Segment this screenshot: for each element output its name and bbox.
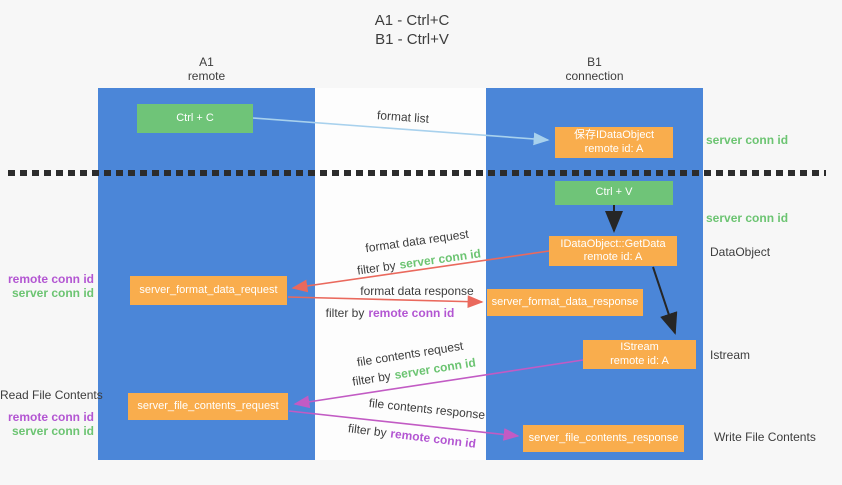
node-server-format-data-request: server_format_data_request <box>130 276 287 305</box>
save-idataobject-line1: 保存IDataObject <box>573 129 655 141</box>
istream-line1: IStream <box>620 341 659 353</box>
server-file-contents-request-label: server_file_contents_request <box>137 399 279 412</box>
title-line-a1: A1 - Ctrl+C <box>374 12 450 29</box>
node-server-format-data-response: server_format_data_response <box>487 289 643 316</box>
left-conn-id-labels-top: remote conn id server conn id <box>0 272 94 300</box>
node-server-file-contents-request: server_file_contents_request <box>128 393 288 420</box>
session-divider-dotted-line <box>8 170 826 176</box>
istream-side-label: Istream <box>710 348 751 362</box>
dataobject-label: DataObject <box>710 245 771 259</box>
ctrl-v-label: Ctrl + V <box>595 186 633 199</box>
node-ctrl-c: Ctrl + C <box>137 104 253 133</box>
server-conn-id-text: server conn id <box>706 133 789 147</box>
server-file-contents-response-label: server_file_contents_response <box>528 431 679 444</box>
format-data-response-label: format data response <box>360 284 474 298</box>
remote-conn-id-label: remote conn id <box>7 272 94 286</box>
node-save-idataobject: 保存IDataObject remote id: A <box>555 127 673 158</box>
filter-by-text: filter by <box>325 306 365 320</box>
server-format-data-response-label: server_format_data_response <box>491 295 639 308</box>
node-server-file-contents-response: server_file_contents_response <box>523 425 684 452</box>
node-istream: IStream remote id: A <box>583 340 696 369</box>
server-conn-id-text: server conn id <box>706 211 789 225</box>
ctrl-c-label: Ctrl + C <box>176 111 214 124</box>
istream-line2: remote id: A <box>610 354 669 367</box>
node-idataobject-getdata: IDataObject::GetData remote id: A <box>549 236 677 266</box>
lane-b1-subtitle: connection <box>565 69 624 83</box>
save-idataobject-line2: remote id: A <box>584 142 644 155</box>
getdata-line2: remote id: A <box>583 251 643 263</box>
read-file-contents-label: Read File Contents <box>0 388 103 402</box>
server-conn-id-label: server conn id <box>11 424 94 438</box>
server-conn-id-label: server conn id <box>11 286 94 300</box>
node-ctrl-v: Ctrl + V <box>555 181 673 205</box>
server-format-data-request-label: server_format_data_request <box>139 283 278 296</box>
title-line-b1: B1 - Ctrl+V <box>375 31 449 48</box>
remote-conn-id-keyword: remote conn id <box>368 306 455 320</box>
write-file-contents-label: Write File Contents <box>714 430 816 444</box>
getdata-line1: IDataObject::GetData <box>560 237 666 250</box>
server-conn-id-label-right-top: server conn id <box>706 133 788 147</box>
left-conn-id-labels-bottom: remote conn id server conn id <box>0 410 94 438</box>
diagram-title: A1 - Ctrl+C B1 - Ctrl+V <box>302 11 522 49</box>
lane-b1-name: B1 <box>587 55 602 69</box>
lane-a1-name: A1 <box>199 55 214 69</box>
lane-header-a1: A1 remote <box>98 55 315 83</box>
remote-conn-id-label: remote conn id <box>7 410 94 424</box>
lane-header-b1: B1 connection <box>486 55 703 83</box>
lane-a1-subtitle: remote <box>187 69 226 83</box>
server-conn-id-label-right-mid: server conn id <box>706 211 788 225</box>
